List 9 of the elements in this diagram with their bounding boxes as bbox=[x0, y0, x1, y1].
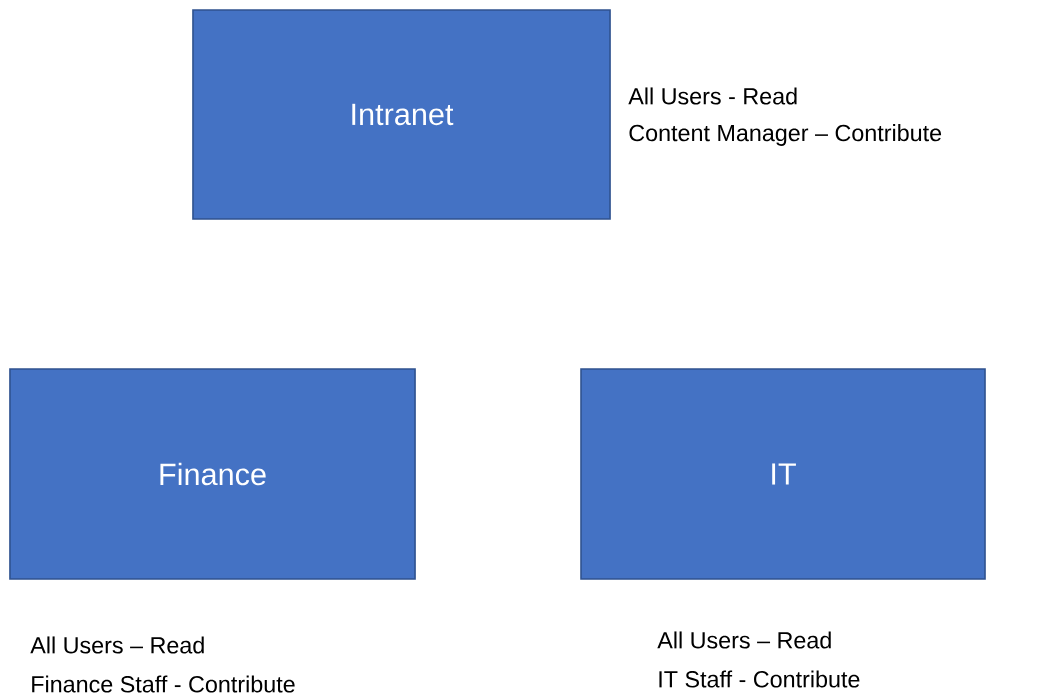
beside-text: All Users – Read bbox=[657, 631, 831, 649]
process-box: IT bbox=[580, 368, 986, 580]
beside-text: All Users - Read bbox=[628, 87, 797, 105]
process-box: Finance bbox=[9, 368, 416, 580]
process-box: Intranet bbox=[192, 9, 611, 220]
beside-text: Content Manager – Contribute bbox=[629, 124, 942, 146]
beside-text: All Users – Read bbox=[30, 636, 204, 654]
beside-text: IT Staff - Contribute bbox=[659, 670, 860, 688]
beside-text: Finance Staff - Contribute bbox=[32, 675, 295, 693]
